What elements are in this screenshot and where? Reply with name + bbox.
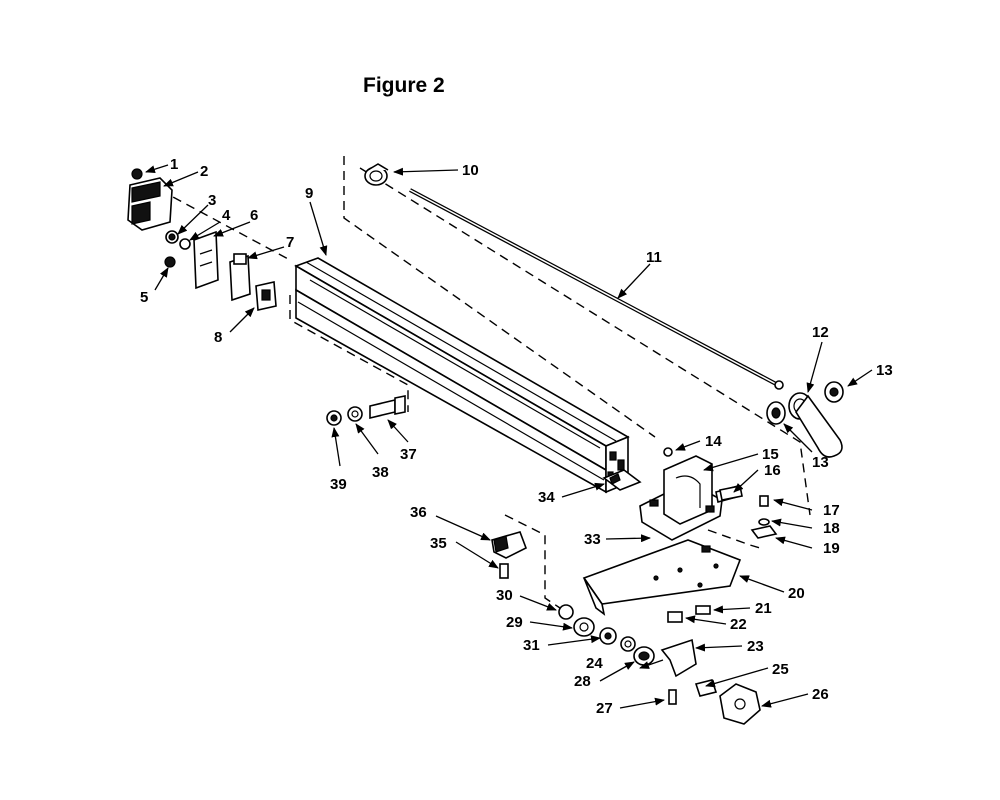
callout-11: 11 — [646, 249, 662, 266]
callout-27: 27 — [596, 700, 613, 717]
callout-9: 9 — [305, 185, 313, 202]
callout-37: 37 — [400, 446, 417, 463]
callout-10: 10 — [462, 162, 479, 179]
callout-13-bottom: 13 — [812, 454, 829, 471]
callout-labels: 1 2 3 4 5 6 7 8 9 10 11 12 13 13 14 15 1… — [140, 156, 893, 717]
callout-39: 39 — [330, 476, 347, 493]
rod — [409, 188, 784, 390]
callout-31: 31 — [523, 637, 540, 654]
callout-29: 29 — [506, 614, 523, 631]
callout-30: 30 — [496, 587, 513, 604]
callout-34: 34 — [538, 489, 555, 506]
end-cap — [364, 163, 389, 186]
callout-26: 26 — [812, 686, 829, 703]
callout-17: 17 — [823, 502, 840, 519]
callout-7: 7 — [286, 234, 294, 251]
callout-16: 16 — [764, 462, 781, 479]
callout-2: 2 — [200, 163, 208, 180]
screw-washer-set — [750, 495, 778, 539]
callout-8: 8 — [214, 329, 222, 346]
figure-title: Figure 2 — [363, 74, 445, 97]
callout-4: 4 — [222, 207, 231, 224]
callout-3: 3 — [208, 192, 216, 209]
callout-25: 25 — [772, 661, 789, 678]
callout-12: 12 — [812, 324, 829, 341]
callout-leaders — [145, 164, 873, 709]
callout-22: 22 — [730, 616, 747, 633]
left-end-bracket — [127, 168, 277, 311]
callout-19: 19 — [823, 540, 840, 557]
callout-1: 1 — [170, 156, 178, 173]
callout-38: 38 — [372, 464, 389, 481]
callout-24: 24 — [586, 655, 603, 672]
alignment-lines — [159, 156, 811, 609]
callout-36: 36 — [410, 504, 427, 521]
rail-extrusion — [294, 257, 630, 494]
callout-33: 33 — [584, 531, 601, 548]
callout-5: 5 — [140, 289, 148, 306]
callout-23: 23 — [747, 638, 764, 655]
callout-13-top: 13 — [876, 362, 893, 379]
callout-21: 21 — [755, 600, 772, 617]
callout-35: 35 — [430, 535, 447, 552]
callout-6: 6 — [250, 207, 258, 224]
fence-bracket — [639, 447, 741, 541]
callout-14: 14 — [705, 433, 722, 450]
callout-18: 18 — [823, 520, 840, 537]
handle-assembly — [766, 381, 844, 458]
base-plate — [582, 539, 742, 616]
lock-cam — [491, 531, 528, 579]
callout-20: 20 — [788, 585, 805, 602]
bolt-washer-set — [326, 395, 406, 426]
callout-28: 28 — [574, 673, 591, 690]
clip-plate — [602, 469, 642, 491]
callout-15: 15 — [762, 446, 779, 463]
lower-hardware — [558, 604, 761, 725]
